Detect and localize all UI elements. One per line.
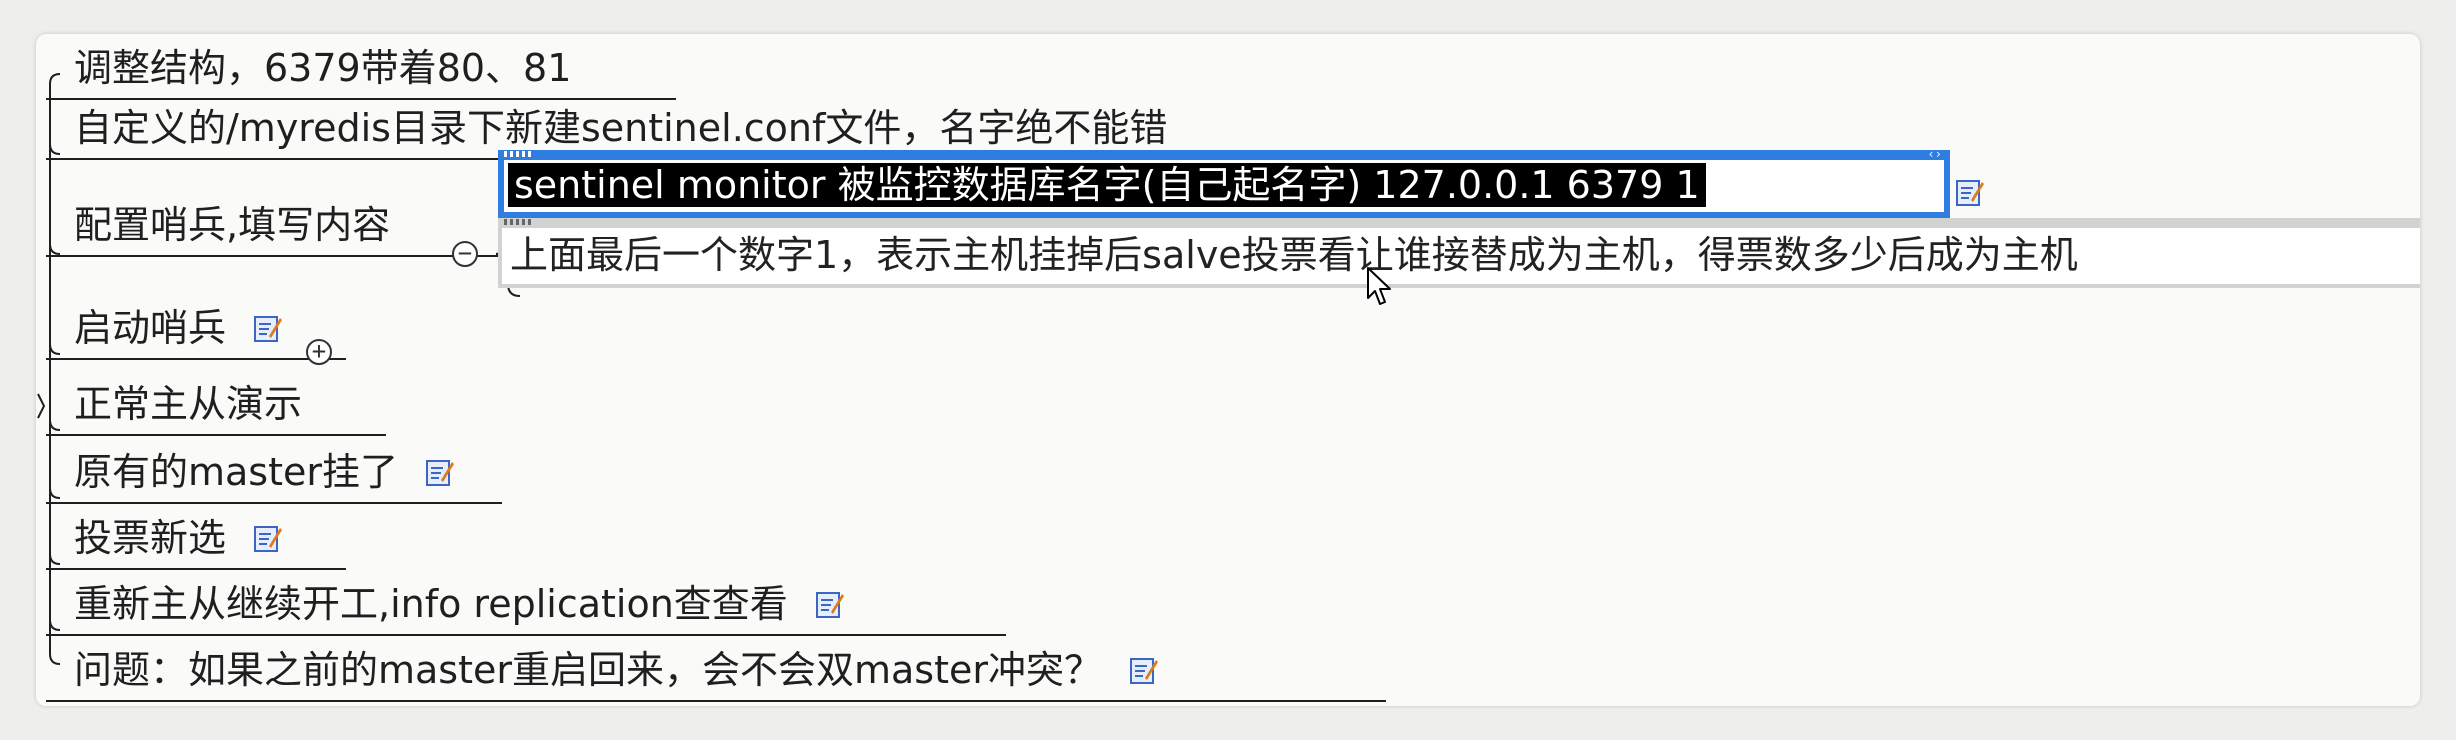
note-edit-icon[interactable] — [426, 458, 455, 488]
node-double-master-question[interactable]: 问题：如果之前的master重启回来，会不会双master冲突？ — [46, 642, 1386, 702]
node-label: 正常主从演示 — [74, 382, 303, 426]
editor-text-field[interactable]: 上面最后一个数字1，表示主机挂掉后salve投票看让谁接替成为主机，得票数多少后… — [502, 228, 2420, 284]
editor-text-field[interactable]: sentinel monitor 被监控数据库名字(自己起名字) 127.0.0… — [504, 160, 1944, 212]
resize-grip[interactable] — [504, 151, 534, 157]
inline-text-editor-active[interactable]: ‹› sentinel monitor 被监控数据库名字(自己起名字) 127.… — [498, 147, 1950, 218]
node-label: 重新主从继续开工,info replication查查看 — [74, 582, 788, 626]
node-adjust-structure[interactable]: 调整结构，6379带着80、81 — [46, 40, 676, 100]
node-master-down[interactable]: 原有的master挂了 — [46, 444, 502, 504]
node-start-sentinel[interactable]: 启动哨兵 — [46, 300, 346, 360]
node-label: 自定义的/myredis目录下新建sentinel.conf文件，名字绝不能错 — [74, 106, 1168, 150]
node-label: 调整结构，6379带着80、81 — [74, 46, 572, 90]
node-label: 启动哨兵 — [74, 306, 227, 350]
width-handle[interactable]: ‹› — [1927, 147, 1942, 161]
node-label: 投票新选 — [74, 516, 227, 560]
note-edit-icon[interactable] — [1130, 656, 1159, 686]
minus-circle-icon[interactable]: − — [452, 241, 478, 267]
plus-circle-icon[interactable]: + — [306, 339, 332, 365]
note-edit-icon[interactable] — [254, 524, 283, 554]
node-normal-master-slave-demo[interactable]: 正常主从演示 — [46, 376, 386, 436]
node-resume-replication[interactable]: 重新主从继续开工,info replication查查看 — [46, 576, 1006, 636]
resize-grip[interactable] — [504, 219, 534, 225]
selected-text[interactable]: sentinel monitor 被监控数据库名字(自己起名字) 127.0.0… — [508, 163, 1706, 207]
note-edit-icon[interactable] — [815, 590, 844, 620]
node-label: 配置哨兵,填写内容 — [74, 203, 391, 247]
node-label: 问题：如果之前的master重启回来，会不会双master冲突？ — [74, 648, 1103, 692]
mouse-pointer-icon — [1367, 267, 1391, 305]
node-configure-sentinel[interactable]: 配置哨兵,填写内容 — [46, 197, 504, 257]
inline-text-editor-inactive[interactable]: ‹› 上面最后一个数字1，表示主机挂掉后salve投票看让谁接替成为主机，得票数… — [498, 218, 2420, 288]
mindmap-canvas[interactable]: 调整结构，6379带着80、81 自定义的/myredis目录下新建sentin… — [36, 34, 2420, 706]
note-edit-icon[interactable] — [1956, 178, 1984, 208]
note-edit-icon[interactable] — [254, 314, 283, 344]
node-vote-new-master[interactable]: 投票新选 — [46, 510, 346, 570]
node-label: 原有的master挂了 — [74, 450, 399, 494]
